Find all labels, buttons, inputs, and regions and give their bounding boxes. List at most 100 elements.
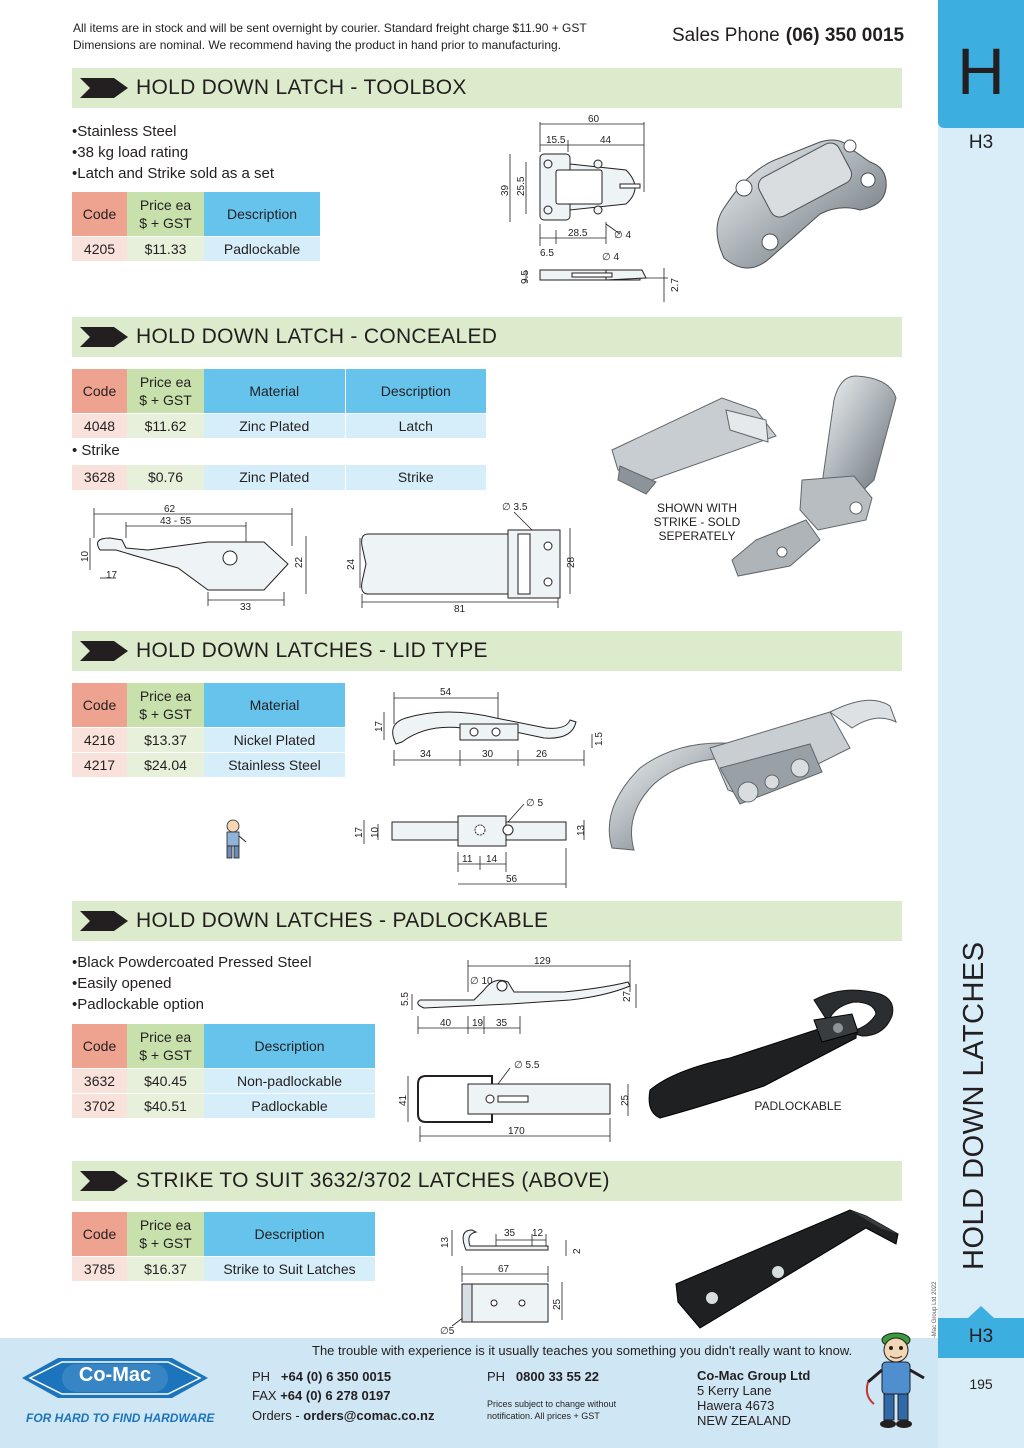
dim-label: 5.5	[400, 992, 411, 1006]
price-table-concealed-strike: 3628 $0.76 Zinc Plated Strike	[72, 464, 486, 490]
caption-line: STRIKE - SOLD	[653, 515, 741, 529]
cell-code: 3632	[72, 1067, 127, 1093]
col-header-price: Price ea$ + GST	[127, 369, 204, 413]
footer-freephone: PH 0800 33 55 22	[487, 1369, 599, 1384]
footer-quote: The trouble with experience is it usuall…	[312, 1343, 853, 1358]
price-header-line2: $ + GST	[139, 1046, 192, 1063]
dim-label: ∅ 3.5	[502, 502, 528, 513]
bullet-item: Stainless Steel	[72, 121, 274, 142]
table-row: 3785 $16.37 Strike to Suit Latches	[72, 1255, 375, 1281]
bullet-item: Latch and Strike sold as a set	[72, 163, 274, 184]
prices-note-line2: notification. All prices + GST	[487, 1411, 600, 1421]
cell-description: Strike	[344, 464, 486, 490]
dim-label: ∅ 5.5	[514, 1060, 540, 1071]
concealed-latch-side-drawing: 62 43 - 55 10 17 22 33	[80, 504, 307, 613]
dim-label: 25	[620, 1094, 631, 1106]
dim-label: 33	[240, 602, 252, 613]
comac-logo	[22, 1358, 208, 1398]
dim-label: 25	[552, 1298, 563, 1310]
prices-note: Prices subject to change without notific…	[487, 1398, 616, 1422]
section-bar-padlockable: HOLD DOWN LATCHES - PADLOCKABLE	[72, 901, 902, 941]
address-line3: NEW ZEALAND	[697, 1413, 791, 1428]
cell-price: $11.62	[127, 412, 204, 438]
table-row: 3628 $0.76 Zinc Plated Strike	[72, 464, 486, 490]
padlockable-latch-side-drawing: 129 ∅ 10 5.5 27 40 19 35	[400, 956, 637, 1034]
cell-code: 3628	[72, 464, 127, 490]
dim-label: 54	[440, 687, 452, 698]
section-arrow-icon	[80, 1171, 128, 1191]
cell-price: $0.76	[127, 464, 204, 490]
dim-label: 40	[440, 1018, 452, 1029]
company-name: Co-Mac Group Ltd	[697, 1368, 811, 1383]
dim-label: 43 - 55	[160, 516, 192, 527]
side-tab-top	[938, 0, 1024, 128]
dim-label: 39	[500, 184, 511, 196]
dim-label: 60	[588, 114, 600, 125]
col-header-material: Material	[204, 683, 345, 727]
cell-code: 4205	[72, 235, 127, 261]
dim-label: 30	[482, 749, 494, 760]
cell-price: $11.33	[127, 235, 204, 261]
freephone-number[interactable]: 0800 33 55 22	[515, 1369, 600, 1384]
dim-label: 56	[506, 874, 518, 885]
side-tab-bottom	[938, 1306, 1024, 1358]
dim-label: 67	[498, 1264, 510, 1275]
cell-code: 3702	[72, 1092, 127, 1118]
dim-label: ∅ 4	[614, 230, 631, 241]
address-line1: 5 Kerry Lane	[697, 1383, 772, 1398]
col-header-description: Description	[204, 192, 320, 236]
sales-phone: Sales Phone(06) 350 0015	[672, 25, 904, 47]
dim-label: 17	[374, 720, 385, 732]
dim-label: 28	[566, 556, 577, 568]
dim-label: 12	[532, 1228, 544, 1239]
dim-label: 2	[572, 1248, 583, 1254]
cell-material: Zinc Plated	[204, 412, 345, 438]
caption-line: SEPERATELY	[658, 529, 736, 543]
col-header-price: Price ea$ + GST	[127, 192, 204, 236]
dim-label: 14	[486, 854, 498, 865]
side-tab-code-bottom: H3	[968, 1326, 994, 1347]
padlockable-bullets: Black Powdercoated Pressed Steel Easily …	[72, 952, 311, 1015]
section-arrow-icon	[80, 78, 128, 98]
footer-phone: PH +64 (0) 6 350 0015	[252, 1369, 391, 1384]
cell-description: Padlockable	[204, 235, 320, 261]
toolbox-bullets: Stainless Steel 38 kg load rating Latch …	[72, 121, 274, 184]
cell-code: 4048	[72, 412, 127, 438]
section-bar-strike: STRIKE TO SUIT 3632/3702 LATCHES (ABOVE)	[72, 1161, 902, 1201]
table-row: 4205 $11.33 Padlockable	[72, 235, 320, 261]
sales-phone-label: Sales Phone	[672, 25, 780, 46]
orders-email-link[interactable]: orders@comac.co.nz	[303, 1408, 435, 1423]
section-arrow-icon	[80, 911, 128, 931]
table-row: 4048 $11.62 Zinc Plated Latch	[72, 412, 486, 438]
table-row: 3702 $40.51 Padlockable	[72, 1092, 375, 1118]
col-header-description: Description	[204, 1024, 375, 1068]
address-line2: Hawera 4673	[697, 1398, 775, 1413]
toolbox-latch-drawing: 60 15.5 44 39 25.5 28.5 ∅ 4 6.5 ∅ 4 9.5 …	[500, 114, 681, 302]
dim-label: ∅ 4	[602, 252, 619, 263]
dim-label: 10	[80, 550, 91, 562]
fax-number[interactable]: +64 (0) 6 278 0197	[280, 1388, 391, 1403]
logo-tagline: FOR HARD TO FIND HARDWARE	[26, 1411, 215, 1425]
side-tab-vertical-title: HOLD DOWN LATCHES	[958, 941, 990, 1270]
cell-description: Padlockable	[204, 1092, 375, 1118]
dim-label: 17	[354, 826, 365, 838]
lid-latch-top-drawing: ∅ 5 17 10 13 11 14 56	[354, 798, 587, 888]
phone-number[interactable]: +64 (0) 6 350 0015	[280, 1369, 392, 1384]
dim-label: 2.7	[670, 278, 681, 292]
sales-phone-number[interactable]: (06) 350 0015	[785, 25, 905, 46]
col-header-description: Description	[204, 1212, 375, 1256]
section-bar-concealed: HOLD DOWN LATCH - CONCEALED	[72, 317, 902, 357]
lid-latch-side-drawing: 54 17 34 30 26 1.5	[374, 687, 605, 766]
price-header-line1: Price ea	[139, 373, 192, 390]
cell-material: Stainless Steel	[204, 751, 345, 777]
bullet-item: Black Powdercoated Pressed Steel	[72, 952, 311, 973]
section-arrow-icon	[80, 327, 128, 347]
padlockable-latch-top-drawing: ∅ 5.5 41 25 170	[398, 1060, 631, 1142]
cell-description: Non-padlockable	[204, 1067, 375, 1093]
padlockable-latch-photo	[648, 989, 894, 1119]
dim-label: 62	[164, 504, 176, 515]
section-title-concealed: HOLD DOWN LATCH - CONCEALED	[136, 325, 498, 348]
cell-code: 4217	[72, 751, 127, 777]
strike-drawing: 35 12 13 2 67 25 ∅5	[440, 1228, 583, 1337]
section-title-lid: HOLD DOWN LATCHES - LID TYPE	[136, 639, 488, 662]
